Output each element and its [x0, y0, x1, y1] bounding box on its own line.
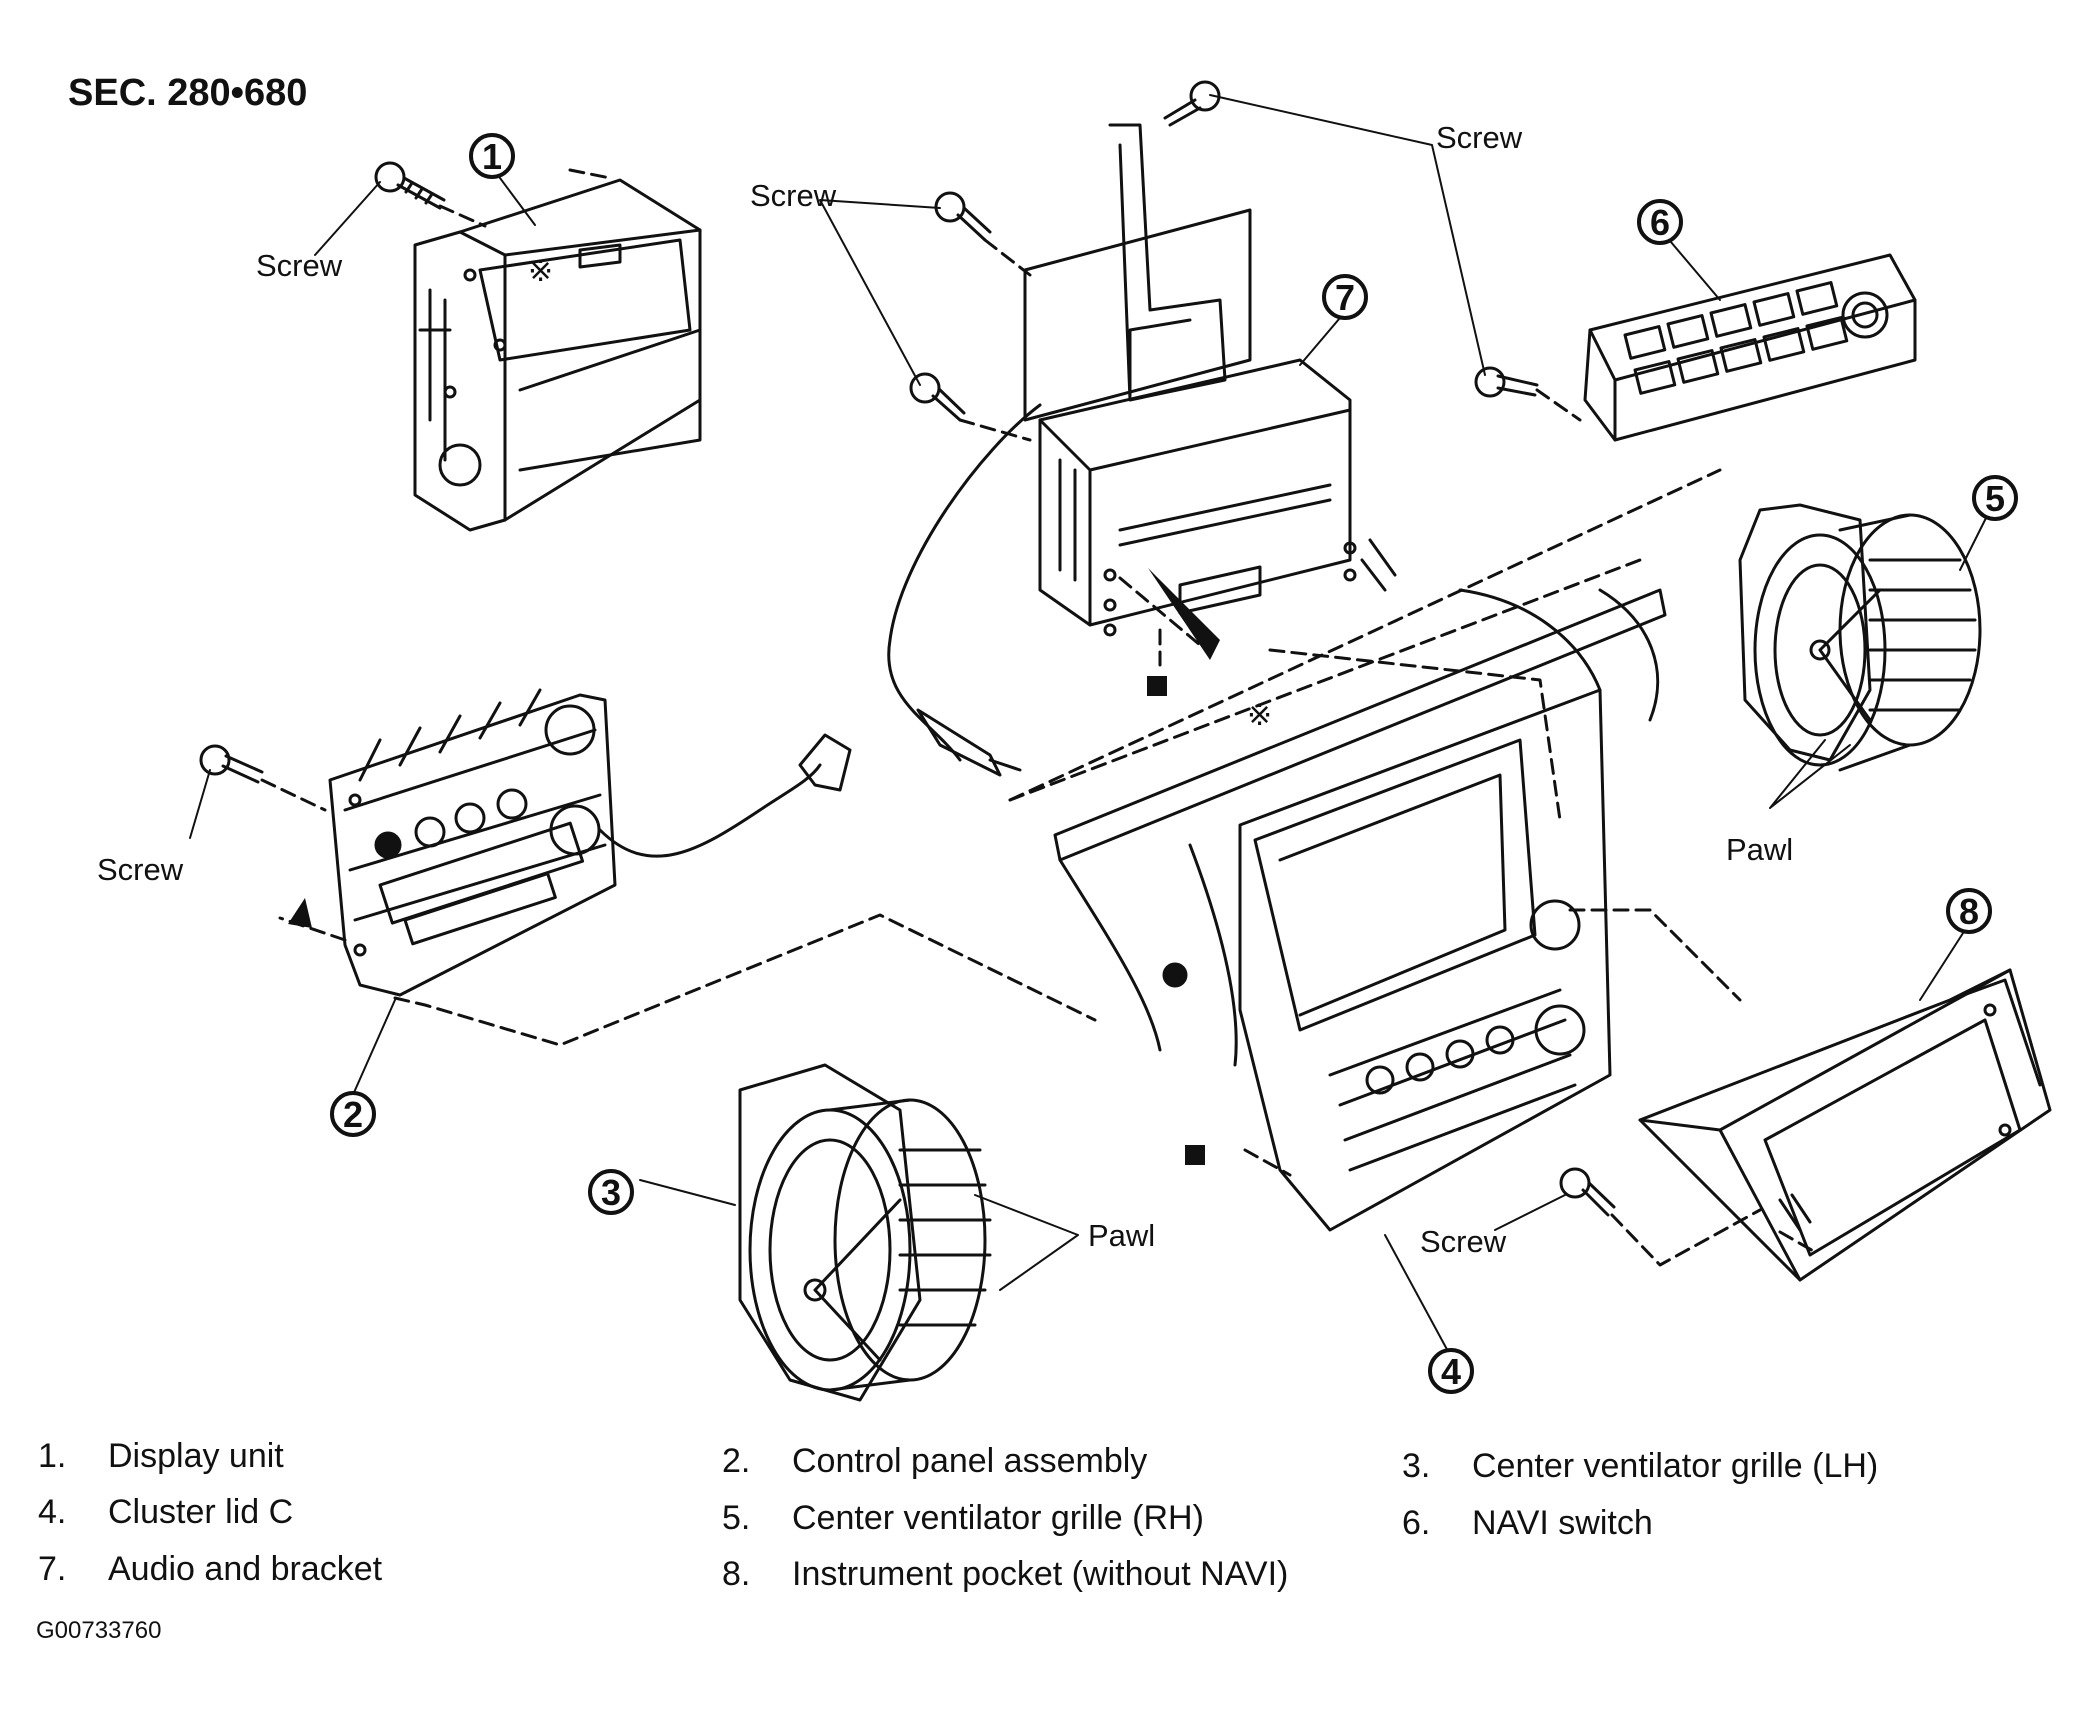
screw-icon — [374, 161, 446, 210]
callout-4-number: 4 — [1441, 1351, 1461, 1392]
pawl-label: Pawl — [1088, 1218, 1155, 1253]
callout-1-number: 1 — [482, 136, 502, 177]
square-marker — [1185, 1145, 1205, 1165]
callout-3-number: 3 — [601, 1172, 621, 1213]
screw-label: Screw — [1420, 1224, 1507, 1259]
display-unit-part — [413, 178, 702, 532]
callout-6 — [1637, 199, 1683, 245]
screw-icon — [909, 372, 966, 422]
screw-label: Screw — [97, 852, 184, 887]
callout-8 — [1946, 888, 1992, 934]
pawl-label: Pawl — [1726, 832, 1793, 867]
callout-2 — [330, 1091, 376, 1137]
screw-icon — [1474, 366, 1539, 398]
cluster-lid-c-part — [1053, 588, 1667, 1232]
screw-icon — [934, 191, 992, 242]
instrument-pocket-part — [1638, 968, 2052, 1282]
callout-5-number: 5 — [1985, 478, 2005, 519]
figure-id: G00733760 — [36, 1617, 162, 1644]
section-title: SEC. 280•680 — [68, 72, 308, 114]
alignment-line — [1008, 468, 1722, 802]
screw-label: Screw — [1436, 120, 1523, 155]
wire-harness — [887, 403, 1042, 762]
screw-icon — [1559, 1167, 1616, 1217]
leader-lines — [189, 94, 1991, 1356]
reference-mark: ※ — [528, 255, 553, 288]
control-panel-assembly-part — [328, 688, 617, 997]
screw-label: Screw — [750, 178, 837, 213]
reference-mark: ※ — [1247, 699, 1272, 732]
center-ventilator-grille-lh-part — [738, 1063, 992, 1402]
screw-icon — [199, 744, 264, 784]
center-ventilator-grille-rh-part — [1738, 503, 1982, 772]
callout-5 — [1972, 475, 2018, 521]
navi-switch-part — [1583, 253, 1917, 442]
square-marker — [1147, 676, 1167, 696]
triangle-marker — [1148, 568, 1220, 660]
callout-7-number: 7 — [1335, 277, 1355, 318]
callout-7 — [1322, 274, 1368, 320]
screw-label: Screw — [256, 248, 343, 283]
callout-8-number: 8 — [1959, 891, 1979, 932]
triangle-marker — [288, 898, 312, 928]
audio-and-bracket-part — [1023, 123, 1397, 637]
callout-4 — [1428, 1348, 1474, 1394]
callout-3 — [588, 1169, 634, 1215]
callout-6-number: 6 — [1650, 202, 1670, 243]
callout-2-number: 2 — [343, 1094, 363, 1135]
wire-harness — [598, 763, 822, 858]
callout-1 — [469, 133, 515, 179]
screw-icon — [1163, 80, 1221, 127]
